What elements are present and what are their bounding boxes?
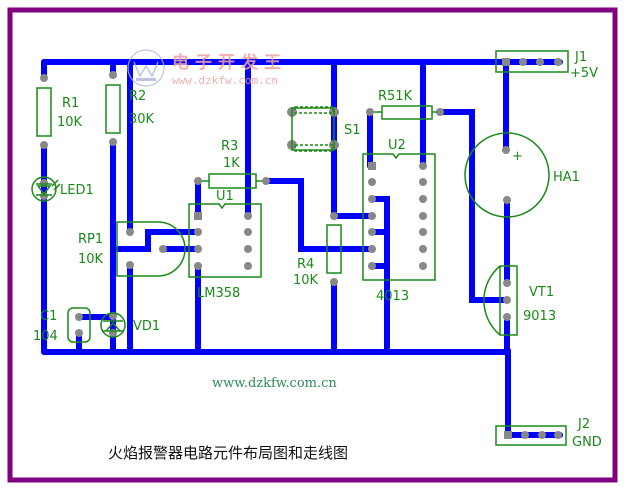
led1-ref: LED1 (60, 183, 94, 198)
j2-value: GND (572, 435, 602, 450)
r4-value: 10K (293, 273, 319, 288)
j2-outline (495, 425, 567, 446)
r2-ref: R2 (129, 89, 146, 104)
j1-value: +5V (570, 66, 598, 81)
r1-ref: R1 (62, 96, 79, 111)
r1-outline (36, 87, 52, 137)
trace-r5-vt1 (437, 109, 510, 303)
diagram-caption: 火焰报警器电路元件布局图和走线图 (108, 444, 348, 462)
vd1-symbol (100, 312, 126, 338)
j1-outline (495, 50, 569, 73)
footer-url: www.dzkfw.com.cn (212, 376, 337, 391)
labels: R1 10K R2 30K R3 1K LED1 RP1 10K C1 104 … (33, 50, 602, 450)
vt1-ref: VT1 (529, 285, 554, 300)
trace-u2-gnd-bus (369, 196, 390, 355)
watermark-logo-icon (127, 49, 165, 87)
trace-gnd-rail (41, 349, 563, 438)
silkscreen (31, 50, 569, 446)
trace-rp1-u1-a (115, 229, 201, 252)
r2-value: 30K (129, 112, 155, 127)
rp1-outline (116, 221, 186, 277)
watermark: 电子开发王 www.dzkfw.com.cn (127, 49, 287, 87)
led1-symbol (31, 176, 61, 202)
ha1-ref: HA1 (553, 170, 580, 185)
rp1-ref: RP1 (78, 232, 103, 247)
u1-value: LM358 (197, 286, 240, 301)
pads (40, 58, 562, 439)
c1-value: 104 (33, 329, 58, 344)
board-outline (7, 7, 618, 483)
c1-ref: C1 (40, 309, 57, 324)
u1-outline (188, 203, 262, 278)
u2-outline (362, 153, 436, 281)
watermark-url: www.dzkfw.com.cn (172, 74, 278, 87)
r4-ref: R4 (297, 257, 314, 272)
r2-outline (105, 84, 121, 134)
u2-value: 4013 (376, 289, 409, 304)
ha1-plus: + (512, 149, 523, 164)
r3-ref: R3 (221, 139, 238, 154)
j1-ref: J1 (574, 50, 587, 65)
trace-r3-u2 (263, 178, 375, 252)
j2-ref: J2 (577, 417, 590, 432)
watermark-site-name: 电子开发王 (172, 52, 287, 73)
r3-value: 1K (223, 156, 240, 171)
rp1-value: 10K (78, 252, 104, 267)
ha1-outline (464, 132, 550, 218)
vt1-value: 9013 (523, 309, 556, 324)
r4-outline (326, 224, 342, 274)
vd1-ref: VD1 (133, 319, 160, 334)
s1-ref: S1 (344, 123, 361, 138)
u2-ref: U2 (388, 138, 406, 153)
u1-ref: U1 (216, 189, 234, 204)
r5-label: R51K (378, 89, 413, 104)
trace-s1-u2 (331, 59, 375, 219)
c1-outline (67, 307, 91, 343)
r1-value: 10K (57, 115, 83, 130)
s1-outline (291, 106, 335, 152)
